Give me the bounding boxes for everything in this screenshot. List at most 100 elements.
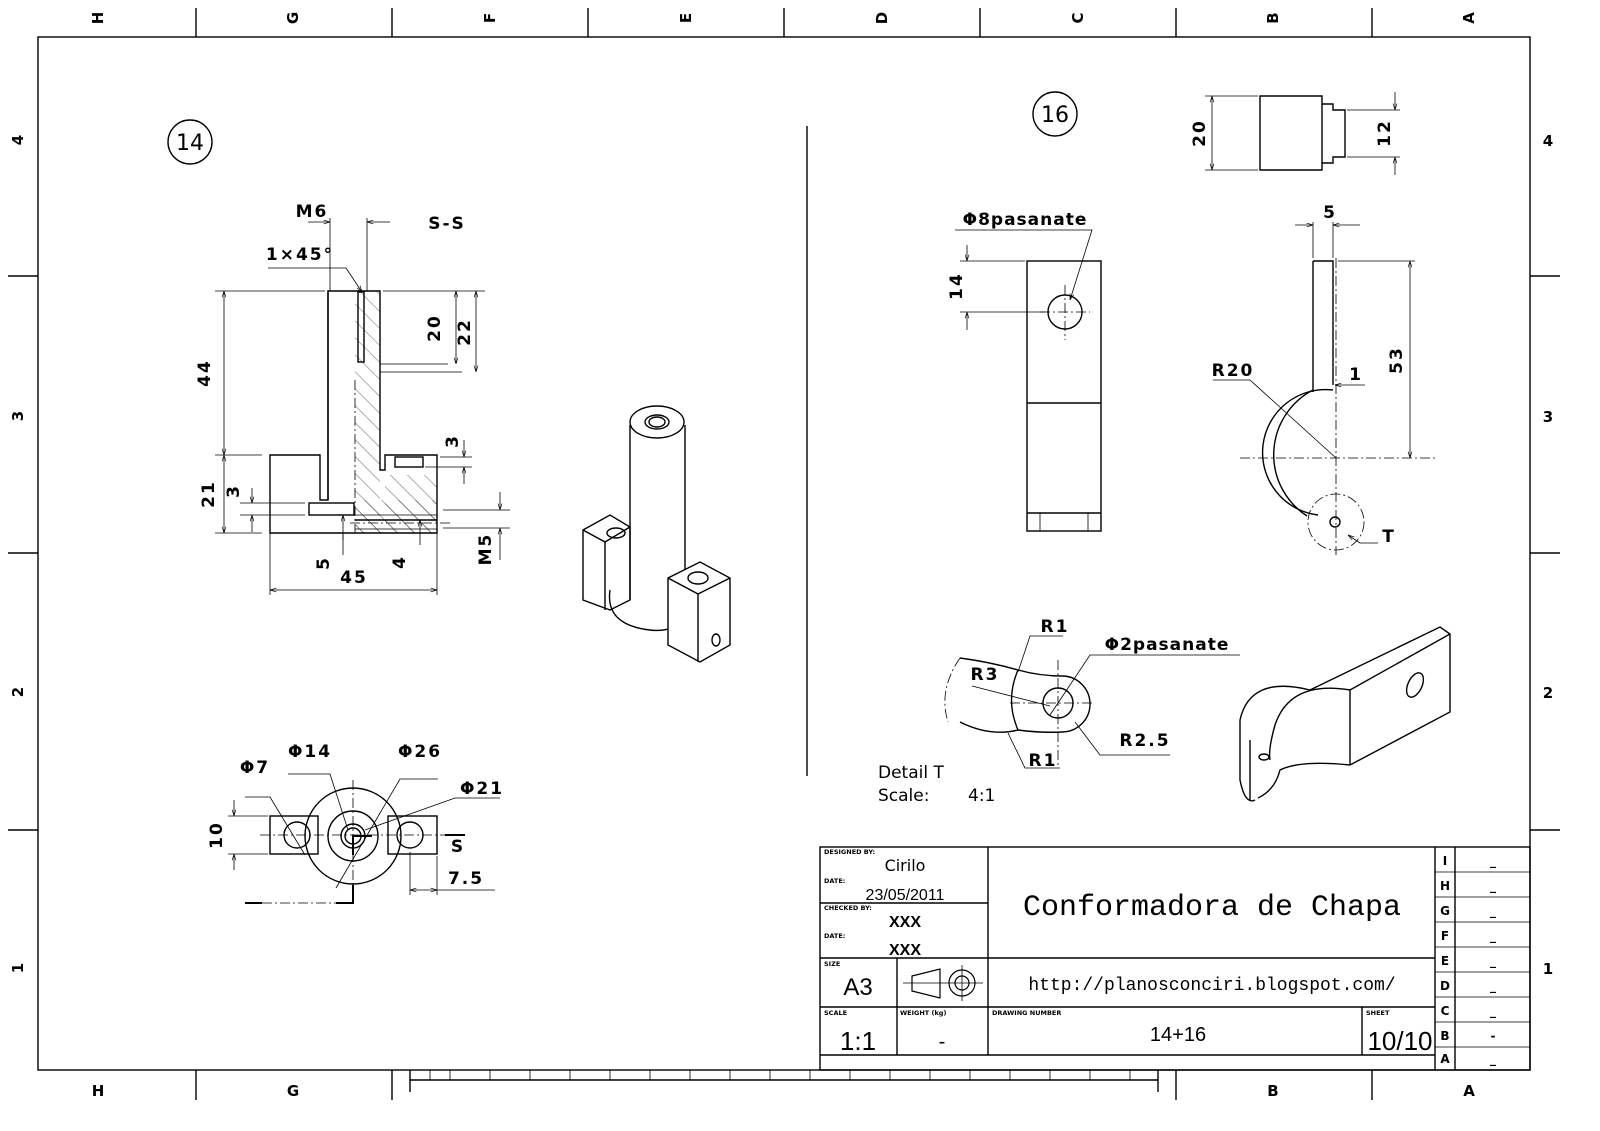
revision-letter: F [1441, 929, 1449, 943]
dim-7-5: 7.5 [448, 869, 484, 889]
date-checked: XXX [889, 942, 921, 959]
dim-5: 5 [1323, 203, 1337, 223]
part-14: 14 S-S M6 1×45° 44 20 22 21 3 3 [167, 119, 731, 904]
weight-value: - [939, 1031, 946, 1053]
column-label: H [89, 12, 107, 25]
column-label: B [1267, 1082, 1278, 1100]
column-label: G [287, 1082, 299, 1100]
column-label: A [1460, 12, 1478, 24]
dim-4: 4 [390, 555, 410, 569]
top-view-part-16: 20 12 [1190, 92, 1400, 175]
revision-letter: I [1443, 854, 1447, 868]
detail-scale-label: Scale: [878, 786, 929, 806]
title-block: DESIGNED BY: DATE: CHECKED BY: DATE: SIZ… [819, 846, 1531, 1071]
dim-r1: R1 [1029, 751, 1058, 771]
row-label: 2 [9, 687, 27, 697]
section-dimensions [215, 218, 510, 595]
front-view-part-16: Φ8pasanate 14 [947, 210, 1102, 532]
column-label: F [481, 13, 499, 23]
revision-letter: B [1440, 1029, 1449, 1043]
dim-r2-5: R2.5 [1119, 731, 1170, 751]
drawing-title: Conformadora de Chapa [1023, 891, 1401, 925]
scale-bar [429, 1070, 1131, 1080]
column-label: D [873, 12, 891, 24]
revision-value: - [1491, 1029, 1496, 1043]
part-number: 16 [1041, 103, 1069, 128]
revision-value: _ [1490, 929, 1496, 944]
website-url: http://planosconciri.blogspot.com/ [1028, 976, 1395, 996]
plan-view-part-14: Φ7 Φ14 Φ26 Φ21 10 7.5 S [207, 742, 504, 904]
size-label: SIZE [824, 960, 840, 968]
dim-22: 22 [455, 318, 475, 346]
drawing-number-label: DRAWING NUMBER [992, 1009, 1061, 1017]
scale-label: SCALE [824, 1009, 847, 1017]
column-label: A [1463, 1082, 1475, 1100]
row-label: 2 [1543, 684, 1553, 702]
dim-phi8-through: Φ8pasanate [963, 210, 1088, 230]
scale-value: 1:1 [840, 1026, 876, 1056]
row-label: 4 [9, 135, 27, 145]
checked-by: XXX [889, 914, 921, 931]
row-label: 3 [9, 411, 27, 421]
isometric-view-part-14 [582, 405, 731, 663]
dim-r3: R3 [971, 665, 1000, 685]
revision-letter: H [1440, 879, 1450, 893]
dim-phi7: Φ7 [240, 758, 270, 778]
sheet-number: 10/10 [1367, 1026, 1432, 1056]
designed-by: Cirilo [885, 856, 926, 875]
revision-letter: C [1441, 1004, 1450, 1018]
side-view-part-16: 5 R20 1 53 T [1212, 203, 1435, 555]
detail-scale-value: 4:1 [968, 786, 995, 806]
section-view-s-s [269, 290, 450, 534]
dim-m6: M6 [296, 202, 329, 222]
dim-3: 3 [224, 484, 244, 498]
dim-r20: R20 [1212, 361, 1255, 381]
part-balloon [167, 119, 213, 165]
dim-1: 1 [1349, 365, 1363, 385]
dim-45: 45 [340, 568, 368, 588]
revision-value: _ [1490, 854, 1496, 869]
isometric-view-part-16 [1239, 626, 1451, 802]
column-label: H [92, 1082, 105, 1100]
dim-21: 21 [199, 480, 219, 508]
section-mark: S [451, 837, 465, 857]
dim-20: 20 [425, 314, 445, 342]
row-label: 1 [9, 963, 27, 973]
dim-5: 5 [314, 556, 334, 570]
projection-symbol-icon [903, 965, 983, 1001]
revision-letter: E [1441, 954, 1449, 968]
dim-m5: M5 [476, 533, 496, 566]
revision-value: _ [1490, 979, 1496, 994]
dim-phi21: Φ21 [460, 779, 504, 799]
section-label: S-S [428, 214, 466, 234]
row-label: 1 [1543, 960, 1553, 978]
date-label: DATE: [824, 932, 845, 940]
revision-letter: D [1440, 979, 1450, 993]
revision-value: _ [1490, 904, 1496, 919]
dim-10: 10 [207, 821, 227, 849]
row-label: 3 [1543, 408, 1553, 426]
dim-44: 44 [195, 359, 215, 387]
detail-t-marker: T [1382, 527, 1396, 547]
checked-by-label: CHECKED BY: [824, 904, 872, 912]
revision-letter: A [1440, 1052, 1450, 1066]
designed-by-label: DESIGNED BY: [824, 848, 875, 856]
drawing-frame: H G F E D C B A 4 3 2 1 4 3 2 1 H G B A [8, 8, 1560, 1100]
sheet-label: SHEET [1366, 1009, 1390, 1017]
drawing-number: 14+16 [1150, 1024, 1206, 1046]
dim-12: 12 [1375, 119, 1395, 147]
dim-phi2-through: Φ2pasanate [1105, 635, 1230, 655]
dim-phi14: Φ14 [288, 742, 332, 762]
date: 23/05/2011 [866, 887, 945, 904]
revision-letter: G [1440, 904, 1450, 918]
revision-value: _ [1490, 1052, 1496, 1067]
part-number: 14 [176, 131, 204, 156]
dim-chamfer: 1×45° [266, 245, 334, 265]
revision-value: _ [1490, 879, 1496, 894]
dim-53: 53 [1387, 346, 1407, 374]
revision-table: I_ H_ G_ F_ E_ D_ C_ B- A_ [1440, 854, 1496, 1067]
revision-value: _ [1490, 954, 1496, 969]
dim-3: 3 [443, 434, 463, 448]
dim-14: 14 [947, 272, 967, 300]
